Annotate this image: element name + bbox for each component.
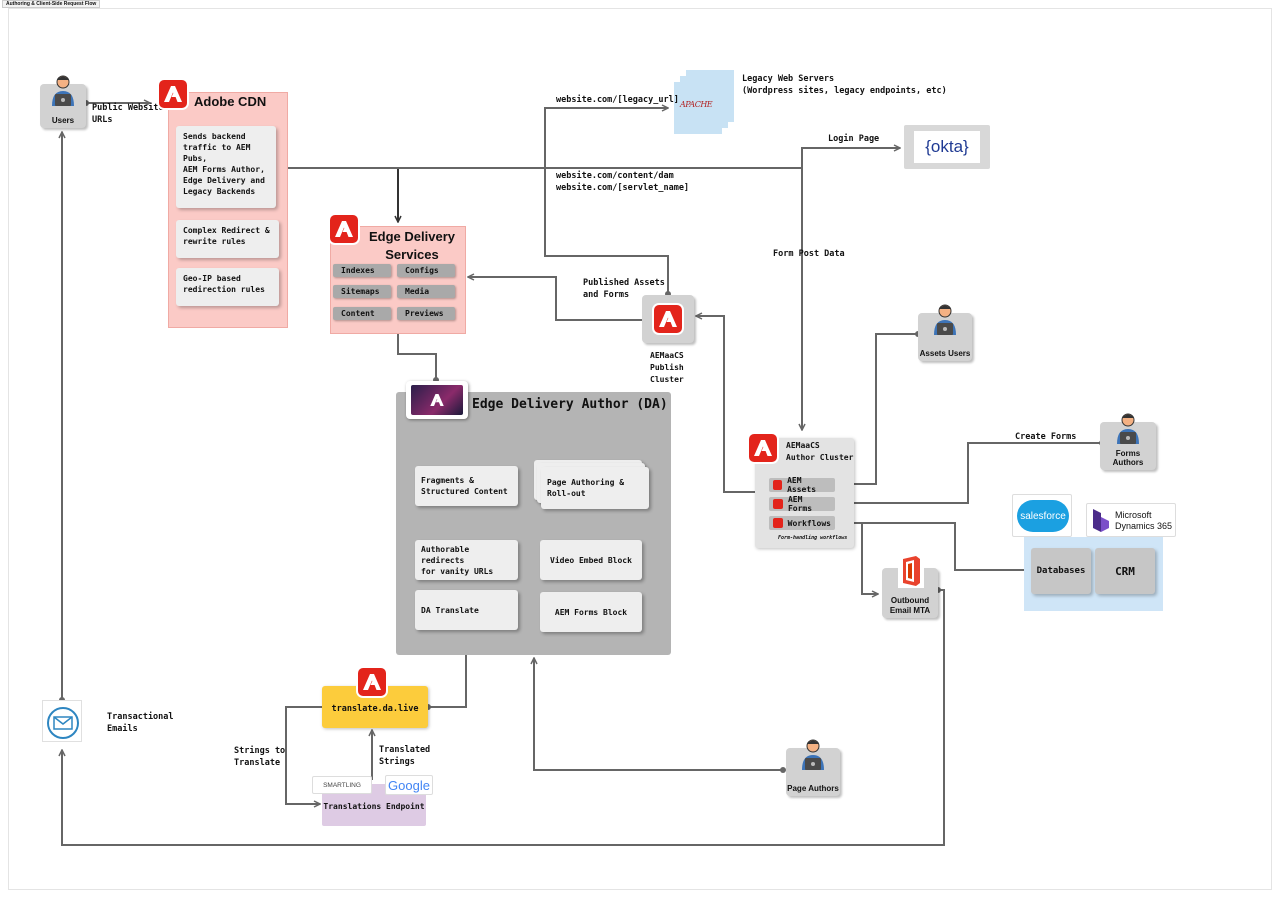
legacy-label: Legacy Web Servers (Wordpress sites, leg… (742, 74, 947, 96)
eds-chip-indexes: Indexes (333, 264, 391, 277)
okta-logo-icon: {okta} (925, 137, 969, 156)
forms-authors-node[interactable]: Forms Authors (1100, 413, 1156, 470)
google-card: Google (385, 775, 433, 795)
forms-authors-label: Forms Authors (1112, 449, 1144, 467)
google-logo-icon: Google (388, 777, 430, 793)
users-label: Users (51, 116, 75, 125)
label-content-dam: website.com/content/dam website.com/[ser… (556, 171, 690, 193)
ms-dynamics-card: Microsoft Dynamics 365 (1086, 503, 1176, 537)
label-login-page: Login Page (828, 134, 880, 144)
da-card-redirects: Authorable redirects for vanity URLs (415, 540, 518, 580)
eds-chip-configs: Configs (397, 264, 455, 277)
wire-datranslate-live (425, 630, 467, 710)
users-node[interactable]: Users (40, 75, 86, 128)
wire-cdn-eds (288, 167, 398, 222)
author-item-assets[interactable]: AEM Assets (769, 476, 835, 494)
wire-login-okta (801, 148, 900, 168)
adobe-mini-icon (773, 499, 783, 509)
page-authors-node[interactable]: Page Authors (786, 739, 840, 796)
wire-formsauthors-forms (840, 443, 1102, 503)
user-icon (934, 304, 956, 335)
assets-users-node[interactable]: Assets Users (918, 304, 972, 361)
adobe-logo-icon (749, 434, 777, 462)
da-card-translate: DA Translate (415, 590, 518, 630)
canvas-frame (8, 8, 1272, 890)
wire-cdn-legacy (288, 108, 668, 169)
adobe-mini-icon (773, 518, 783, 528)
label-legacy-url: website.com/[legacy_url] (556, 95, 679, 105)
label-create-forms: Create Forms (1015, 432, 1077, 442)
assets-users-label: Assets Users (919, 349, 971, 358)
wire-author-publish (696, 316, 755, 493)
da-card-video: Video Embed Block (540, 540, 642, 580)
label-form-post: Form Post Data (773, 249, 845, 259)
page-authors-label: Page Authors (787, 784, 839, 793)
da-card-fragments: Fragments & Structured Content (415, 466, 518, 506)
adobe-logo-icon (654, 305, 682, 333)
ms-dynamics-label-1: Microsoft (1115, 510, 1152, 520)
label-translated-strings: Translated Strings (379, 745, 431, 767)
dynamics-logo-icon (1093, 509, 1109, 532)
cdn-note-redirect: Complex Redirect & rewrite rules (176, 220, 279, 258)
publish-cluster-node[interactable] (642, 295, 694, 343)
author-item-workflows[interactable]: Workflows (769, 516, 835, 530)
label-transactional: Transactional Emails (107, 712, 174, 734)
email-mta-label: Outbound Email MTA (889, 596, 931, 615)
office-logo-icon (898, 554, 924, 588)
user-icon (802, 739, 824, 770)
adobe-logo-icon (330, 215, 358, 243)
author-caption: Form-handling workflows (778, 535, 848, 541)
envelope-node[interactable] (42, 700, 82, 742)
label-strings-to-translate: Strings to Translate (234, 746, 286, 768)
da-logo-icon (406, 381, 468, 419)
envelope-icon (47, 707, 79, 739)
wire-eds-da (397, 334, 439, 383)
salesforce-logo-icon: salesforce (1017, 500, 1069, 532)
label-public-urls: Public Website URLs (92, 103, 164, 125)
smartling-logo-icon: SMARTLING (323, 781, 361, 789)
eds-chip-media: Media (397, 285, 455, 298)
cdn-note-geoip: Geo-IP based redirection rules (176, 268, 279, 306)
legacy-server-node[interactable]: APACHE (674, 82, 722, 134)
label-published-assets: Published Assets and Forms (583, 278, 665, 300)
wire-pageauthors-da (534, 658, 783, 770)
eds-chip-previews: Previews (397, 307, 455, 320)
da-card-page-authoring: Page Authoring & Roll-out (541, 467, 649, 509)
wire-email-envelope (62, 590, 945, 846)
wire-publish-eds (468, 277, 645, 320)
ms-dynamics-label-2: Dynamics 365 (1115, 521, 1173, 531)
da-card-forms-block: AEM Forms Block (540, 592, 642, 632)
user-icon (52, 75, 74, 106)
adobe-cdn-title: Adobe CDN (194, 94, 267, 109)
adobe-logo-icon (159, 80, 187, 108)
adobe-logo-icon (358, 668, 386, 696)
publish-cluster-label: AEMaaCS Publish Cluster (650, 351, 684, 384)
eds-chip-sitemaps: Sitemaps (333, 285, 391, 298)
apache-logo-icon: APACHE (680, 100, 713, 109)
crm-node[interactable]: CRM (1095, 548, 1155, 594)
wire-publish-cdn (544, 168, 671, 297)
translations-endpoint-label: Translations Endpoint (323, 802, 425, 811)
wire-live-endpoint (285, 706, 322, 804)
email-mta-node[interactable]: Outbound Email MTA (882, 568, 938, 618)
smartling-card: SMARTLING (312, 776, 372, 794)
wire-workflows-db (833, 520, 1031, 573)
translate-live-label: translate.da.live (331, 704, 419, 714)
diagram-tab[interactable]: Authoring & Client-Side Request Flow (2, 0, 101, 8)
user-icon (1117, 413, 1139, 444)
salesforce-card: salesforce (1012, 494, 1072, 537)
author-cluster-title: AEMaaCS Author Cluster (786, 441, 854, 462)
author-item-forms[interactable]: AEM Forms (769, 495, 835, 513)
databases-node[interactable]: Databases (1031, 548, 1091, 594)
okta-node[interactable]: {okta} (904, 125, 990, 169)
eds-title: Edge Delivery Services (369, 229, 455, 262)
da-title: Edge Delivery Author (DA) (472, 397, 668, 412)
cdn-note-backend: Sends backend traffic to AEM Pubs, AEM F… (176, 126, 276, 208)
adobe-mini-icon (773, 480, 783, 490)
eds-chip-content: Content (333, 307, 391, 320)
